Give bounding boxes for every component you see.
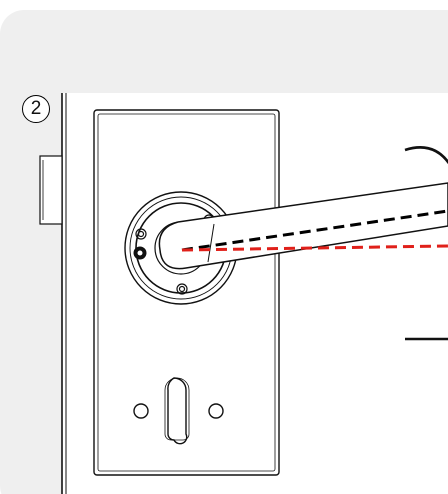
reference-line-black xyxy=(181,209,448,252)
door-frame-icon xyxy=(39,93,67,494)
step-number-badge: 2 xyxy=(22,95,50,123)
rotation-arc-icon xyxy=(404,146,448,341)
door-handle-icon xyxy=(158,182,448,270)
reference-line-red xyxy=(181,244,448,252)
cylinder-keyhole-icon xyxy=(133,377,224,445)
